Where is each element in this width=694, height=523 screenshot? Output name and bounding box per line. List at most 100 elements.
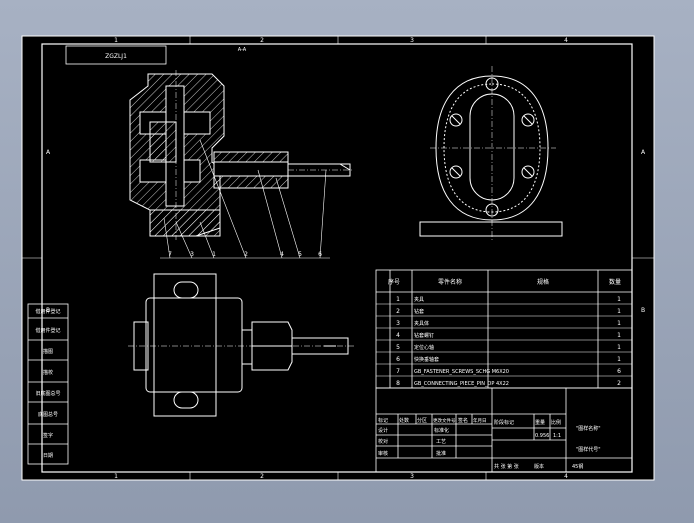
bom-cell-no: 1 — [396, 296, 400, 303]
side-top: 借用件登记 — [35, 308, 60, 315]
bom-cell-name: 夹具体 — [414, 320, 429, 327]
zone-right-a: A — [641, 149, 646, 156]
side-registry-text: 借用件登记 借用件登记 描图 描校 旧底图总号 底图总号 签字 日期 — [35, 308, 60, 459]
balloon-labels: 7 3 1 2 4 5 6 — [168, 251, 322, 258]
label-date: 年月日 — [473, 417, 487, 424]
staff-review: 审核 — [378, 450, 388, 457]
zone-bottom-2: 2 — [260, 473, 264, 480]
staff-standard: 标准化 — [434, 427, 449, 434]
staff-check: 校对 — [378, 438, 388, 445]
side-cell-5: 签字 — [43, 432, 53, 439]
balloon-7: 7 — [168, 251, 172, 258]
bom-cell-name: 夹具 — [414, 296, 424, 303]
balloon-1: 1 — [212, 251, 216, 258]
zone-labels: 1 2 3 4 1 2 3 4 A B A B — [46, 37, 646, 480]
bom-cell-qty: 1 — [617, 296, 621, 303]
balloon-5: 5 — [298, 251, 302, 258]
side-cell-6: 日期 — [43, 453, 53, 459]
title-block-text: 标记 处数 分区 更改文件号 签名 年月日 设计 校对 审核 工艺 标准化 批准… — [378, 417, 601, 470]
bom-cell-name: 钻套螺钉 — [414, 332, 434, 339]
bom-cell-name: GB_FASTENER_SCREWS_SCHG M6X20 — [414, 369, 509, 375]
zone-bottom-3: 3 — [410, 473, 414, 480]
label-signature: 签名 — [458, 417, 468, 424]
screw-lr — [521, 165, 535, 179]
top-view[interactable] — [128, 273, 356, 417]
staff-approve: 批准 — [436, 450, 446, 457]
bom-cell-qty: 1 — [617, 320, 621, 327]
bom-headers: 序号 零件名称 规格 数量 — [388, 278, 621, 286]
scale-value: 1:1 — [553, 433, 561, 439]
sheet-count: 共 张 第 张 — [494, 463, 519, 470]
scale-header: 比例 — [551, 419, 561, 426]
bom-header-spec: 规格 — [537, 278, 549, 286]
label-zone: 分区 — [417, 417, 427, 424]
section-view[interactable] — [129, 70, 352, 259]
side-cell-3: 旧底图总号 — [35, 390, 60, 397]
bom-cell-name: 定位心轴 — [414, 344, 434, 351]
bom-cell-no: 6 — [396, 356, 400, 363]
drawing-code-tab — [65, 45, 167, 65]
staff-design: 设计 — [378, 427, 388, 434]
bom-cell-qty: 6 — [617, 368, 621, 375]
zone-top-2: 2 — [260, 37, 264, 44]
weight-header: 重量 — [535, 419, 545, 426]
bom-cell-name: 快换垂轴套 — [414, 356, 439, 363]
plan-plate — [153, 273, 217, 417]
bom-cell-qty: 1 — [617, 308, 621, 315]
stage-marks-header: 阶段标记 — [494, 419, 514, 426]
material: 45钢 — [572, 463, 583, 470]
zone-right-b: B — [641, 307, 645, 314]
bom-cell-no: 7 — [396, 368, 400, 375]
weight-value: 0.956 — [535, 433, 549, 439]
screw-ll — [449, 165, 463, 179]
side-view[interactable] — [419, 66, 563, 240]
bom-header-qty: 数量 — [609, 278, 621, 286]
zone-left-a: A — [46, 149, 51, 156]
balloon-4: 4 — [280, 251, 284, 258]
staff-process: 工艺 — [436, 439, 446, 445]
bom-header-no: 序号 — [388, 278, 400, 286]
bottom-flange — [149, 209, 221, 237]
bom-cell-qty: 1 — [617, 332, 621, 339]
zone-ticks — [22, 36, 654, 480]
zone-bottom-1: 1 — [114, 473, 118, 480]
section-view-label: A-A — [238, 47, 247, 53]
balloon-2: 2 — [244, 251, 248, 258]
version-label: 版本 — [534, 463, 544, 470]
bom-cell-qty: 1 — [617, 356, 621, 363]
drawing-sheet — [21, 35, 655, 481]
zone-top-4: 4 — [564, 37, 568, 44]
side-base — [419, 221, 563, 237]
side-cell-0: 借用件登记 — [35, 327, 60, 334]
screw-ul — [449, 113, 463, 127]
bom-cell-qty: 2 — [617, 380, 621, 387]
drawing-code-tab-text: ZGZLJ1 — [105, 53, 127, 60]
side-cell-4: 底图总号 — [38, 411, 58, 418]
bom-cell-no: 2 — [396, 308, 400, 315]
zone-top-3: 3 — [410, 37, 414, 44]
zone-bottom-4: 4 — [564, 473, 568, 480]
balloon-3: 3 — [190, 251, 194, 258]
side-cell-2: 描校 — [43, 369, 53, 376]
bom-header-name: 零件名称 — [438, 278, 462, 286]
label-change-doc: 更改文件号 — [433, 417, 456, 424]
side-cell-1: 描图 — [43, 348, 53, 355]
balloon-6: 6 — [318, 251, 322, 258]
bom-cell-no: 8 — [396, 380, 400, 387]
zone-top-1: 1 — [114, 37, 118, 44]
bom-cell-no: 3 — [396, 320, 400, 327]
drawing-code: "图样代号" — [576, 446, 601, 453]
plan-hex-nut — [251, 321, 293, 371]
label-count: 处数 — [399, 417, 409, 424]
bom-cell-name: GB_CONNECTING_PIECE_PIN_DP 4X22 — [414, 381, 509, 387]
screw-ur — [521, 113, 535, 127]
bom-cell-no: 5 — [396, 344, 400, 351]
drawing-name: "图样名称" — [576, 425, 601, 432]
zone-left-b: B — [46, 307, 50, 314]
title-block — [375, 387, 633, 473]
bom-cell-qty: 1 — [617, 344, 621, 351]
side-registry — [27, 303, 69, 465]
shaft-core — [213, 161, 289, 177]
